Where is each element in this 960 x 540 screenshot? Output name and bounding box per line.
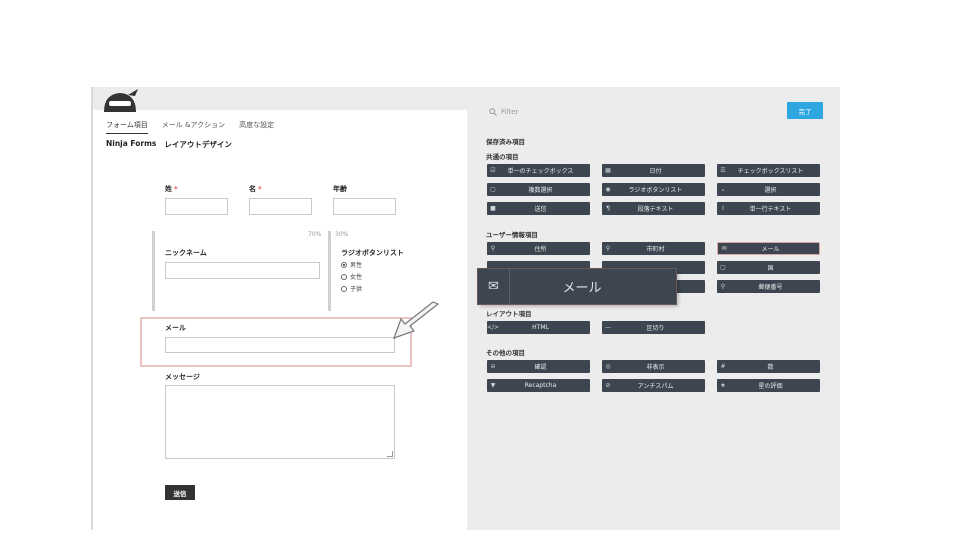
field-single-checkbox[interactable]: ☑単一のチェックボックス xyxy=(487,164,590,177)
email-label: メール xyxy=(165,324,186,332)
message-label: メッセージ xyxy=(165,373,200,381)
field-paragraph-text[interactable]: ¶段落テキスト xyxy=(602,202,705,215)
calendar-icon: ▦ xyxy=(605,167,611,174)
eye-icon: ◎ xyxy=(605,363,611,370)
message-textarea[interactable] xyxy=(165,385,395,459)
layout-subtabs: Ninja Forms レイアウトデザイン xyxy=(106,139,232,150)
field-city[interactable]: ⚲市町村 xyxy=(602,242,705,255)
field-radio-list[interactable]: ◉ラジオボタンリスト xyxy=(602,183,705,196)
builder-tabs: フォーム項目 メール &アクション 高度な設定 xyxy=(106,120,274,134)
field-html[interactable]: </>HTML xyxy=(487,321,590,334)
chevron-down-icon: ⌄ xyxy=(720,186,726,193)
square-icon: ▢ xyxy=(720,264,726,271)
tab-form-fields[interactable]: フォーム項目 xyxy=(106,120,148,134)
first-name-label: 名* xyxy=(249,185,262,193)
star-icon: ★ xyxy=(720,382,726,389)
form-preview-panel xyxy=(93,110,467,530)
field-number[interactable]: #数 xyxy=(717,360,820,373)
radio-option-male[interactable]: 男性 xyxy=(341,260,362,269)
envelope-icon: ✉ xyxy=(721,245,727,252)
radio-icon: ◉ xyxy=(605,186,611,193)
nickname-input[interactable] xyxy=(165,262,320,279)
field-hidden[interactable]: ◎非表示 xyxy=(602,360,705,373)
field-date[interactable]: ▦日付 xyxy=(602,164,705,177)
radio-option-child[interactable]: 子供 xyxy=(341,284,362,293)
paragraph-icon: ¶ xyxy=(606,205,610,212)
user-info-heading: ユーザー情報項目 xyxy=(486,231,538,239)
column-divider-left[interactable] xyxy=(152,231,155,311)
confirm-icon: ⊖ xyxy=(490,363,496,370)
tab-advanced[interactable]: 高度な設定 xyxy=(239,121,275,129)
checkbox-icon: ☑ xyxy=(490,167,496,174)
map-pin-icon: ⚲ xyxy=(720,283,726,290)
square-icon: ■ xyxy=(490,205,496,212)
text-cursor-icon: I xyxy=(722,205,724,212)
hash-icon: # xyxy=(720,363,726,370)
field-multi-select[interactable]: ▢複数選択 xyxy=(487,183,590,196)
field-zip-code[interactable]: ⚲郵便番号 xyxy=(717,280,820,293)
column-divider-middle[interactable] xyxy=(328,231,331,311)
field-email[interactable]: ✉メール xyxy=(717,242,820,255)
radio-option-female[interactable]: 女性 xyxy=(341,272,362,281)
list-icon: ☰ xyxy=(720,167,726,174)
field-recaptcha[interactable]: ▼Recaptcha xyxy=(487,379,590,392)
map-pin-icon: ⚲ xyxy=(605,245,611,252)
radio-list-label: ラジオボタンリスト xyxy=(341,249,404,257)
block-icon: ⊘ xyxy=(605,382,611,389)
drag-arrow-icon xyxy=(392,301,440,339)
field-filter[interactable]: Filter xyxy=(489,108,518,116)
age-label: 年齢 xyxy=(333,185,347,193)
age-input[interactable] xyxy=(333,198,396,215)
envelope-icon: ✉ xyxy=(478,269,510,304)
field-checkbox-list[interactable]: ☰チェックボックスリスト xyxy=(717,164,820,177)
divider-icon: — xyxy=(605,324,611,331)
recaptcha-icon: ▼ xyxy=(490,382,496,389)
dragging-email-field[interactable]: ✉ メール xyxy=(478,269,676,304)
done-button[interactable]: 完了 xyxy=(787,102,823,119)
submit-button[interactable]: 送信 xyxy=(165,485,195,500)
field-confirm[interactable]: ⊖確認 xyxy=(487,360,590,373)
radio-empty-icon xyxy=(341,285,347,292)
other-fields-heading: その他の項目 xyxy=(486,349,525,357)
last-name-input[interactable] xyxy=(165,198,228,215)
common-fields-heading: 共通の項目 xyxy=(486,153,519,161)
nickname-label: ニックネーム xyxy=(165,249,207,257)
code-icon: </> xyxy=(487,324,500,331)
ninja-logo-icon xyxy=(104,89,138,112)
tab-email-actions[interactable]: メール &アクション xyxy=(161,121,226,129)
field-divider[interactable]: —区切り xyxy=(602,321,705,334)
field-star-rating[interactable]: ★星の評価 xyxy=(717,379,820,392)
radio-empty-icon xyxy=(341,273,347,280)
first-name-input[interactable] xyxy=(249,198,312,215)
field-select[interactable]: ⌄選択 xyxy=(717,183,820,196)
layout-fields-heading: レイアウト項目 xyxy=(486,310,532,318)
search-icon xyxy=(489,108,497,116)
last-name-label: 姓* xyxy=(165,185,178,193)
subtab-layout-design[interactable]: レイアウトデザイン xyxy=(164,140,232,149)
field-anti-spam[interactable]: ⊘アンチスパム xyxy=(602,379,705,392)
radio-selected-icon xyxy=(341,261,347,268)
email-drop-target-highlight xyxy=(140,317,412,367)
column-width-right: 30% xyxy=(335,231,349,238)
multiselect-icon: ▢ xyxy=(490,186,496,193)
saved-fields-heading: 保存済み項目 xyxy=(486,138,525,146)
left-edge-bar xyxy=(91,87,93,530)
email-input[interactable] xyxy=(165,337,395,353)
filter-placeholder: Filter xyxy=(501,108,519,116)
field-country[interactable]: ▢国 xyxy=(717,261,820,274)
resize-grip-icon[interactable] xyxy=(387,451,393,457)
field-address[interactable]: ⚲住所 xyxy=(487,242,590,255)
column-width-left: 70% xyxy=(308,231,322,238)
subtab-ninja-forms[interactable]: Ninja Forms xyxy=(106,139,157,148)
map-pin-icon: ⚲ xyxy=(490,245,496,252)
field-submit[interactable]: ■送信 xyxy=(487,202,590,215)
